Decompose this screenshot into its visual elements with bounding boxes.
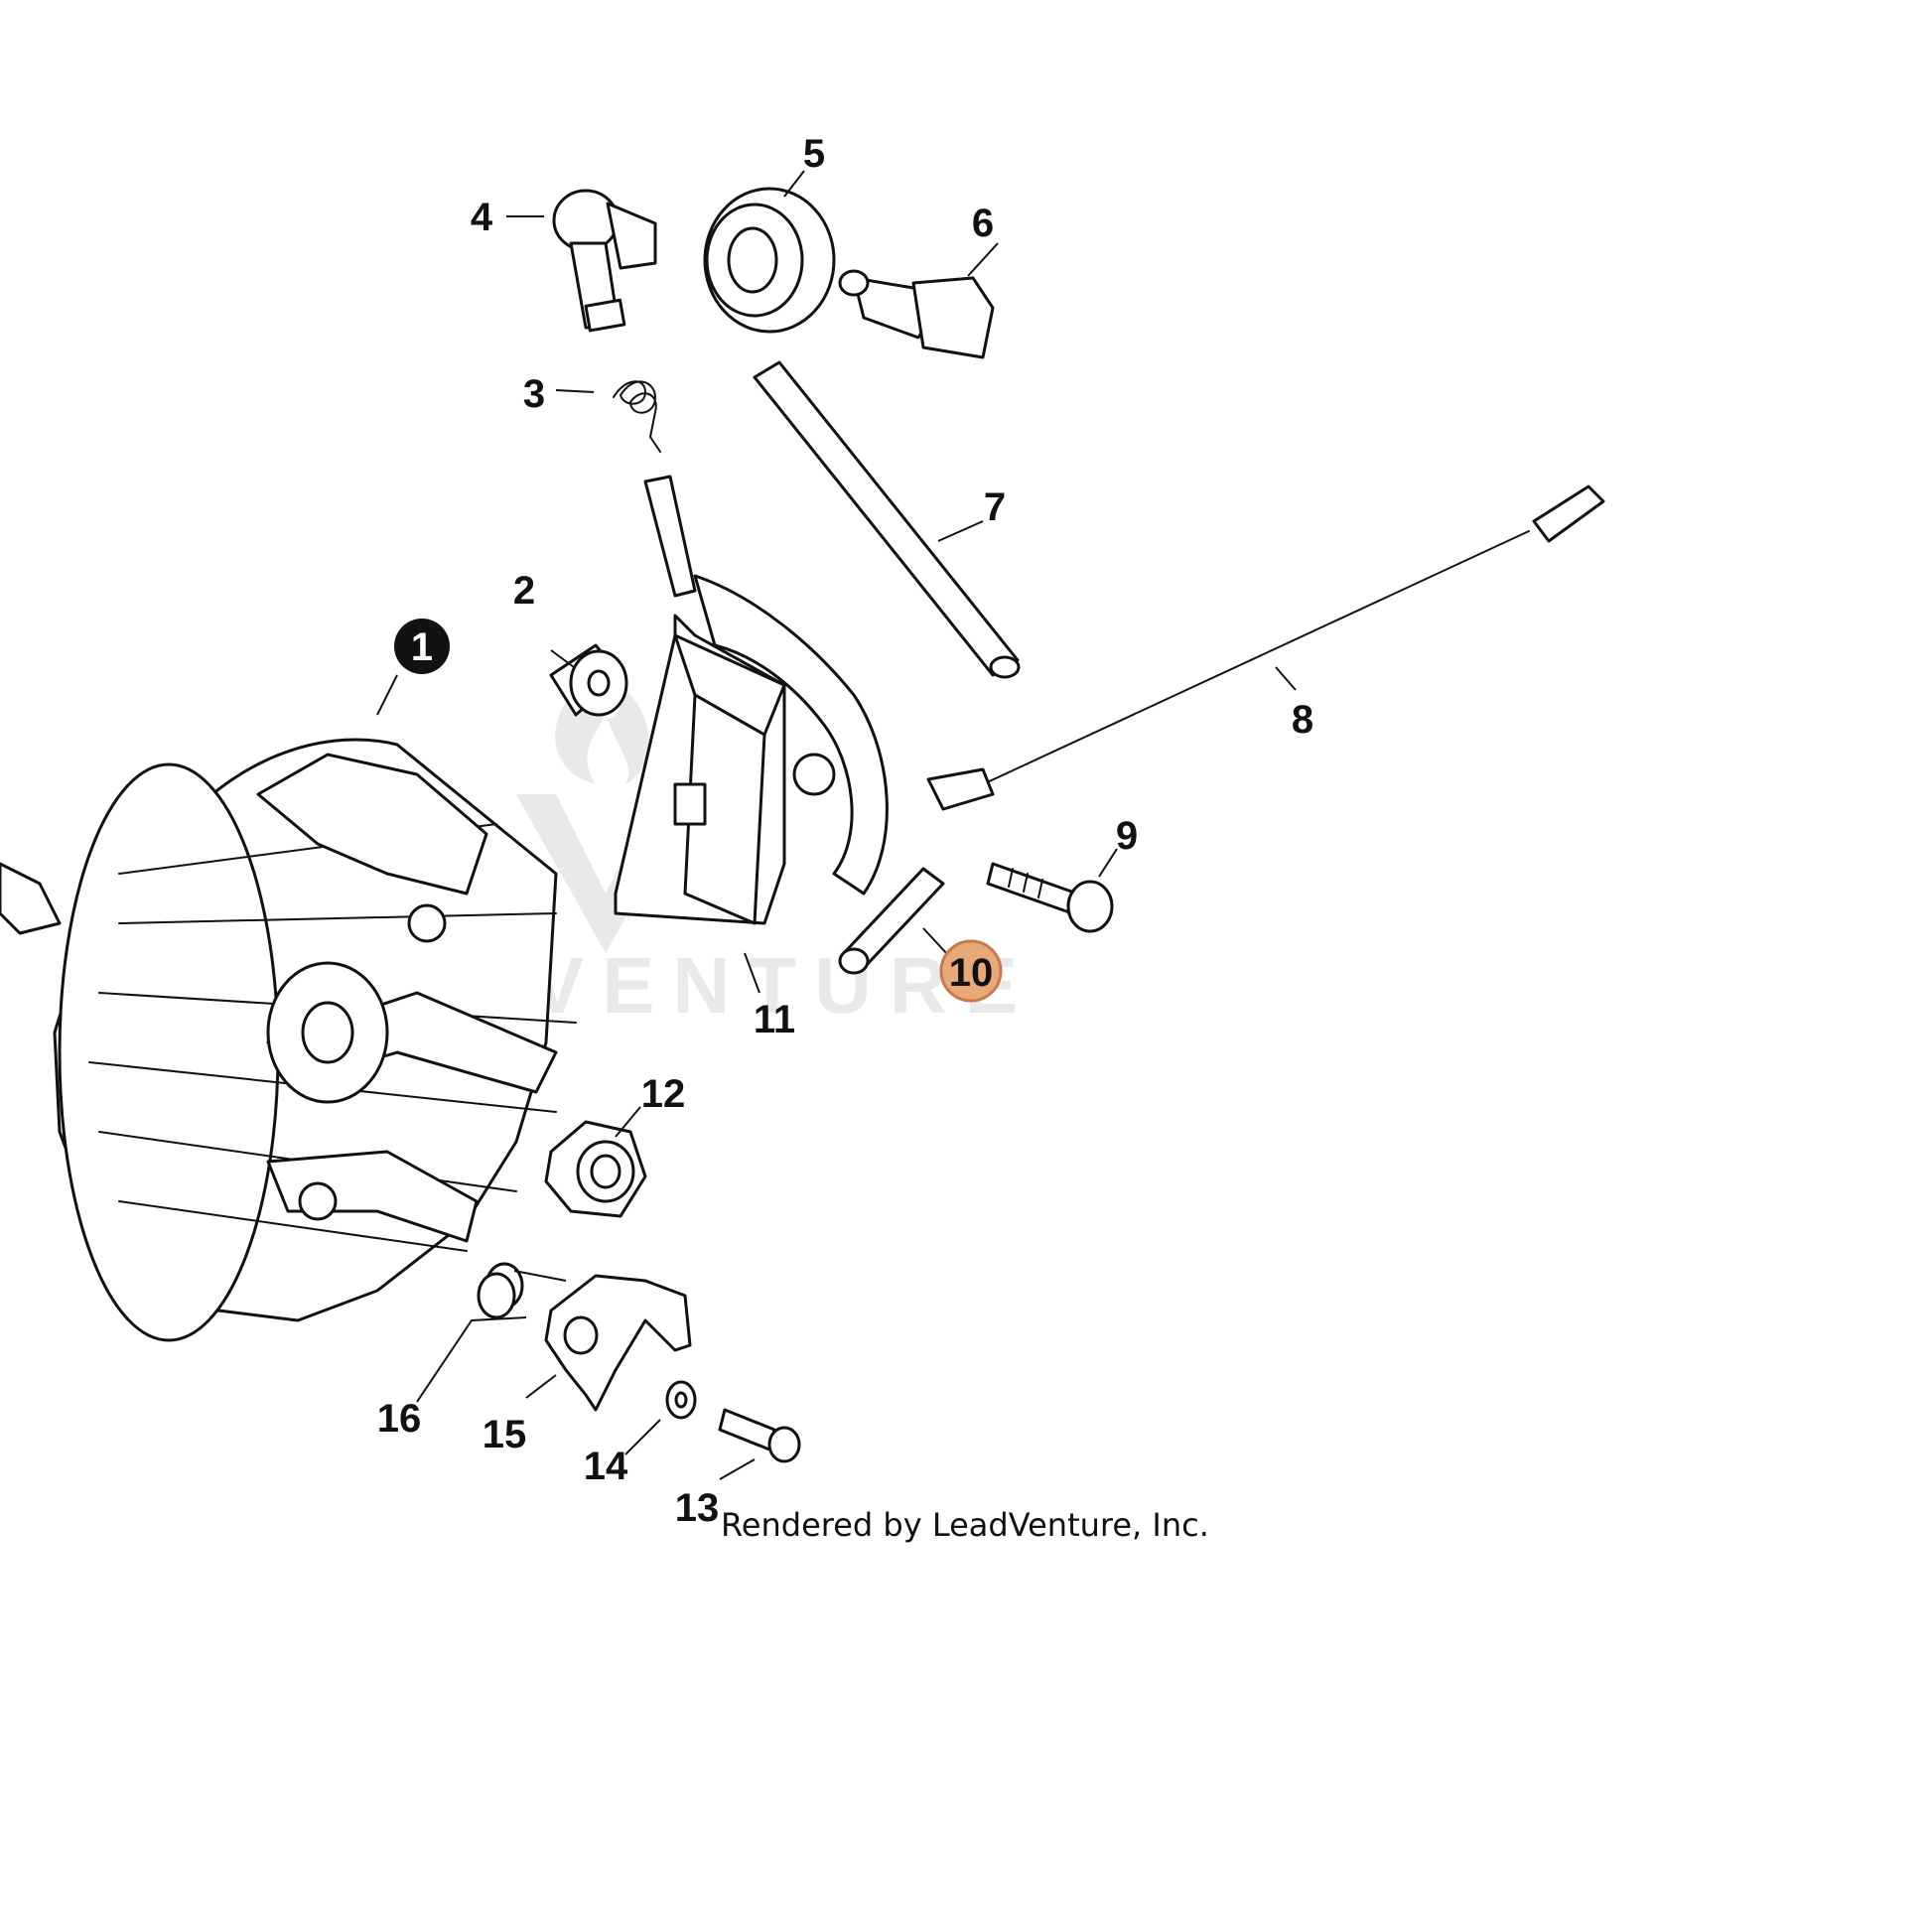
rod-part[interactable]	[753, 360, 1021, 679]
callout-16-label[interactable]: 16	[377, 1397, 422, 1441]
callouts: 1 2 3 4 5 6 7 8 9 10 11 12 13 14 15 16	[377, 132, 1313, 1530]
ignition-coil-part[interactable]	[614, 475, 889, 925]
callout-14-label[interactable]: 14	[584, 1445, 628, 1488]
callout-5-label[interactable]: 5	[803, 132, 825, 176]
callout-2-label[interactable]: 2	[513, 569, 535, 613]
nut-part[interactable]	[544, 1120, 647, 1218]
callout-12-label[interactable]: 12	[641, 1072, 686, 1116]
callout-15-label[interactable]: 15	[483, 1413, 527, 1456]
callout-4-label[interactable]: 4	[471, 196, 493, 239]
spacer-part[interactable]	[549, 643, 628, 717]
callout-13-label[interactable]: 13	[675, 1486, 720, 1530]
spark-plug-part[interactable]	[838, 269, 995, 359]
washer-part[interactable]	[665, 1380, 697, 1420]
rendered-by-credit: Rendered by LeadVenture, Inc.	[721, 1506, 1209, 1544]
screw-13-part[interactable]	[718, 1408, 801, 1463]
callout-6-label[interactable]: 6	[972, 202, 994, 245]
callout-10-label: 10	[949, 951, 994, 995]
grommet-part[interactable]	[703, 187, 836, 334]
flywheel-part[interactable]	[0, 738, 577, 1342]
callout-9-label[interactable]: 9	[1116, 814, 1138, 858]
wire-part[interactable]	[926, 484, 1605, 811]
callout-10[interactable]: 10	[939, 939, 1003, 1003]
callout-11-label[interactable]: 11	[754, 998, 795, 1041]
sleeve-part[interactable]	[477, 1262, 524, 1319]
plug-boot-part[interactable]	[552, 189, 657, 333]
screw-9-part[interactable]	[986, 862, 1114, 933]
callout-3-label[interactable]: 3	[523, 372, 545, 416]
pin-part[interactable]	[838, 867, 945, 975]
spring-part[interactable]	[613, 380, 661, 453]
callout-1[interactable]: 1	[394, 619, 450, 674]
callout-7-label[interactable]: 7	[984, 485, 1006, 529]
callout-10-highlight	[939, 939, 1003, 1003]
callout-1-badge	[394, 619, 450, 674]
callout-8-label[interactable]: 8	[1292, 698, 1313, 742]
leader-lines	[376, 170, 1297, 1480]
callout-1-label: 1	[411, 625, 433, 669]
bracket-part[interactable]	[544, 1274, 692, 1412]
